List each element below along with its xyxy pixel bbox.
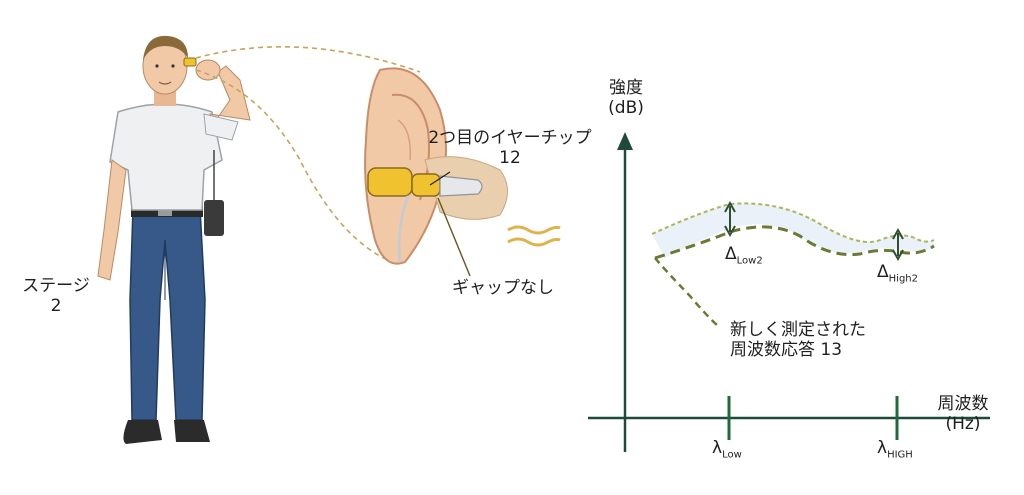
delta-high-label: ΔHigh2 (877, 262, 918, 289)
response-label: 新しく測定された 周波数応答 13 (730, 320, 866, 360)
eartip-label-line1: 2つ目のイヤーチップ (428, 128, 592, 148)
delta-low-arrow (724, 200, 736, 238)
x-axis-label-line2: (Hz) (945, 414, 981, 434)
response-label-line2: 周波数応答 13 (730, 340, 843, 360)
lambda-low-symbol: λ (712, 438, 723, 458)
eartip-label: 2つ目のイヤーチップ 12 (420, 128, 600, 168)
difference-band (652, 203, 934, 258)
response-leader (654, 257, 719, 327)
earphone-body (367, 167, 413, 197)
x-axis-label: 周波数 (Hz) (920, 394, 1006, 434)
x-axis-label-line1: 周波数 (937, 394, 989, 414)
stage-label-line1: ステージ (22, 276, 90, 296)
y-axis-label-line1: 強度 (609, 78, 643, 98)
reference-curve (651, 202, 935, 243)
stage-label-line2: 2 (50, 296, 62, 316)
delta-high-subscript: High2 (888, 273, 918, 285)
delta-low-label: ΔLow2 (725, 244, 763, 271)
lambda-low-subscript: Low (722, 449, 742, 461)
lambda-high-subscript: HIGH (887, 449, 913, 461)
delta-low-subscript: Low2 (736, 255, 763, 267)
delta-high-arrow (892, 227, 904, 262)
ear-closeup (364, 67, 508, 277)
eartip (411, 173, 441, 197)
zoom-link-bottom (195, 69, 393, 263)
y-axis-label: 強度 (dB) (586, 78, 666, 118)
stage-label: ステージ 2 (16, 276, 96, 316)
delta-low-symbol: Δ (725, 244, 737, 264)
lambda-low-label: λLow (712, 438, 742, 465)
person-figure (97, 35, 251, 444)
delta-high-symbol: Δ (877, 262, 889, 282)
gap-label: ギャップなし (452, 278, 554, 298)
response-label-line1: 新しく測定された (730, 320, 866, 340)
lambda-high-label: λHIGH (877, 438, 913, 465)
zoom-link-top (195, 46, 421, 73)
eartip-label-line2: 12 (499, 148, 521, 168)
y-axis-label-line2: (dB) (608, 98, 644, 118)
sound-wave-1 (507, 225, 561, 235)
sound-wave-2 (507, 237, 561, 247)
y-axis-arrow (617, 132, 633, 150)
lambda-high-symbol: λ (877, 438, 888, 458)
frequency-graph (588, 132, 990, 452)
